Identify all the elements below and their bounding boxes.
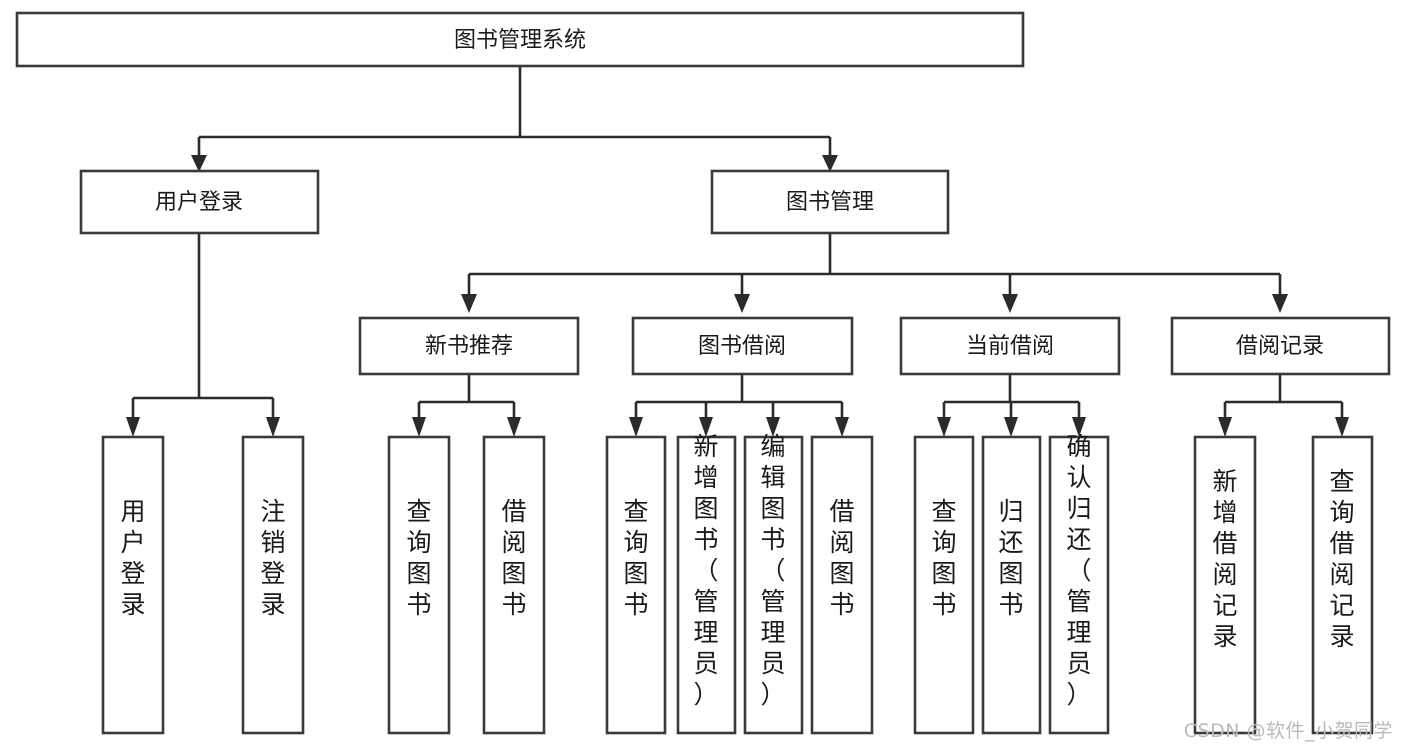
node-new-book-recommend-label: 新书推荐 [425, 334, 513, 359]
node-leaf-user-login[interactable]: 用户登录 [101, 435, 165, 735]
connector-layer [131, 66, 1344, 420]
node-current-borrow-box[interactable] [899, 316, 1121, 376]
node-leaf-query-book-1-label: 查询图书 [406, 497, 431, 619]
node-leaf-borrow-book-1[interactable]: 借阅图书 [482, 435, 546, 735]
node-leaf-add-record-label: 新增借阅记录 [1212, 467, 1237, 651]
node-leaf-return-book-label: 归还图书 [998, 497, 1023, 619]
node-leaf-borrow-book-2-label: 借阅图书 [829, 497, 854, 619]
node-leaf-query-record-label: 查询借阅记录 [1329, 467, 1354, 651]
node-leaf-query-book-3-box[interactable] [913, 435, 975, 735]
node-root-label: 图书管理系统 [454, 28, 586, 53]
node-book-borrow-box[interactable] [631, 316, 854, 376]
node-leaf-logout-login-label: 注销登录 [260, 497, 285, 619]
connector-bookborrow-to-leaves [634, 374, 844, 420]
node-leaf-confirm-return[interactable]: 确认归还（管理员） [1048, 432, 1110, 735]
arrowhead-to-current-borrow [1002, 294, 1018, 313]
node-leaf-add-book[interactable]: 新增图书（管理员） [676, 432, 737, 735]
arrowhead-to-leaf-query-book-3 [937, 417, 951, 437]
node-leaf-confirm-return-label: 确认归还（管理员） [1066, 432, 1091, 709]
node-root-box[interactable] [15, 11, 1025, 68]
arrowhead-to-leaf-return-book [1004, 417, 1018, 437]
arrowhead-to-leaf-add-book [699, 417, 713, 437]
node-leaf-add-record[interactable]: 新增借阅记录 [1193, 435, 1257, 735]
node-leaf-return-book[interactable]: 归还图书 [981, 435, 1042, 735]
arrowhead-to-leaf-query-book-2 [629, 417, 643, 437]
node-leaf-query-book-3[interactable]: 查询图书 [913, 435, 975, 735]
arrowhead-to-leaf-edit-book [766, 417, 780, 437]
node-leaf-logout-login-box[interactable] [241, 435, 305, 735]
node-leaf-query-book-2-box[interactable] [605, 435, 667, 735]
node-user-login-label: 用户登录 [155, 190, 243, 215]
node-root[interactable]: 图书管理系统 [15, 11, 1025, 68]
arrowhead-to-leaf-query-record [1335, 417, 1349, 437]
connector-userlogin-to-bus [131, 233, 275, 420]
arrowhead-to-leaf-query-book-1 [412, 417, 426, 437]
arrowhead-to-leaf-add-record [1218, 417, 1232, 437]
node-current-borrow[interactable]: 当前借阅 [899, 316, 1121, 376]
arrowhead-to-leaf-borrow-book-2 [835, 417, 849, 437]
node-borrow-record-box[interactable] [1170, 316, 1391, 376]
node-leaf-query-book-1-box[interactable] [387, 435, 451, 735]
arrowhead-to-leaf-logout-login [266, 417, 280, 437]
arrowhead-to-book-manage [822, 155, 838, 172]
arrowhead-to-new-book-recommend [461, 294, 477, 313]
arrowhead-to-leaf-user-login [126, 417, 140, 437]
node-leaf-add-record-box[interactable] [1193, 435, 1257, 735]
node-leaf-query-record-box[interactable] [1311, 435, 1374, 735]
node-leaf-query-record[interactable]: 查询借阅记录 [1311, 435, 1374, 735]
node-leaf-edit-book-label: 编辑图书（管理员） [760, 432, 785, 709]
arrowhead-to-borrow-record [1272, 294, 1288, 313]
node-leaf-logout-login[interactable]: 注销登录 [241, 435, 305, 735]
node-user-login-box[interactable] [79, 169, 320, 235]
node-leaf-query-book-1[interactable]: 查询图书 [387, 435, 451, 735]
connector-root-to-bus [197, 66, 832, 158]
node-leaf-edit-book-box[interactable] [743, 435, 804, 735]
node-book-borrow[interactable]: 图书借阅 [631, 316, 854, 376]
node-leaf-borrow-book-1-label: 借阅图书 [501, 497, 526, 619]
node-leaf-query-book-2[interactable]: 查询图书 [605, 435, 667, 735]
node-leaf-edit-book[interactable]: 编辑图书（管理员） [743, 432, 804, 735]
arrowhead-to-leaf-confirm-return [1072, 417, 1086, 437]
node-leaf-add-book-label: 新增图书（管理员） [693, 432, 718, 709]
node-leaf-borrow-book-1-box[interactable] [482, 435, 546, 735]
arrowhead-to-leaf-borrow-book-1 [507, 417, 521, 437]
node-leaf-user-login-label: 用户登录 [120, 497, 145, 619]
node-leaf-user-login-box[interactable] [101, 435, 165, 735]
node-borrow-record-label: 借阅记录 [1236, 334, 1324, 359]
node-user-login[interactable]: 用户登录 [79, 169, 320, 235]
node-leaf-add-book-box[interactable] [676, 435, 737, 735]
node-book-borrow-label: 图书借阅 [698, 334, 786, 359]
node-new-book-recommend[interactable]: 新书推荐 [358, 316, 580, 376]
connector-currentborrow-to-leaves [942, 374, 1081, 420]
node-current-borrow-label: 当前借阅 [966, 334, 1054, 359]
arrowhead-to-book-borrow [734, 294, 750, 313]
node-book-manage[interactable]: 图书管理 [710, 169, 950, 235]
node-leaf-return-book-box[interactable] [981, 435, 1042, 735]
connector-newbook-to-leaves [417, 374, 516, 420]
node-leaf-borrow-book-2-box[interactable] [810, 435, 874, 735]
arrowhead-layer [126, 155, 1349, 437]
node-leaf-query-book-3-label: 查询图书 [931, 497, 956, 619]
node-leaf-borrow-book-2[interactable]: 借阅图书 [810, 435, 874, 735]
connector-borrowrecord-to-leaves [1223, 374, 1344, 420]
connector-bookmanage-to-bus [467, 233, 1282, 297]
node-new-book-recommend-box[interactable] [358, 316, 580, 376]
node-borrow-record[interactable]: 借阅记录 [1170, 316, 1391, 376]
node-book-manage-label: 图书管理 [786, 190, 874, 215]
node-leaf-query-book-2-label: 查询图书 [623, 497, 648, 619]
node-book-manage-box[interactable] [710, 169, 950, 235]
node-leaf-confirm-return-box[interactable] [1048, 435, 1110, 735]
arrowhead-to-user-login [191, 155, 207, 172]
